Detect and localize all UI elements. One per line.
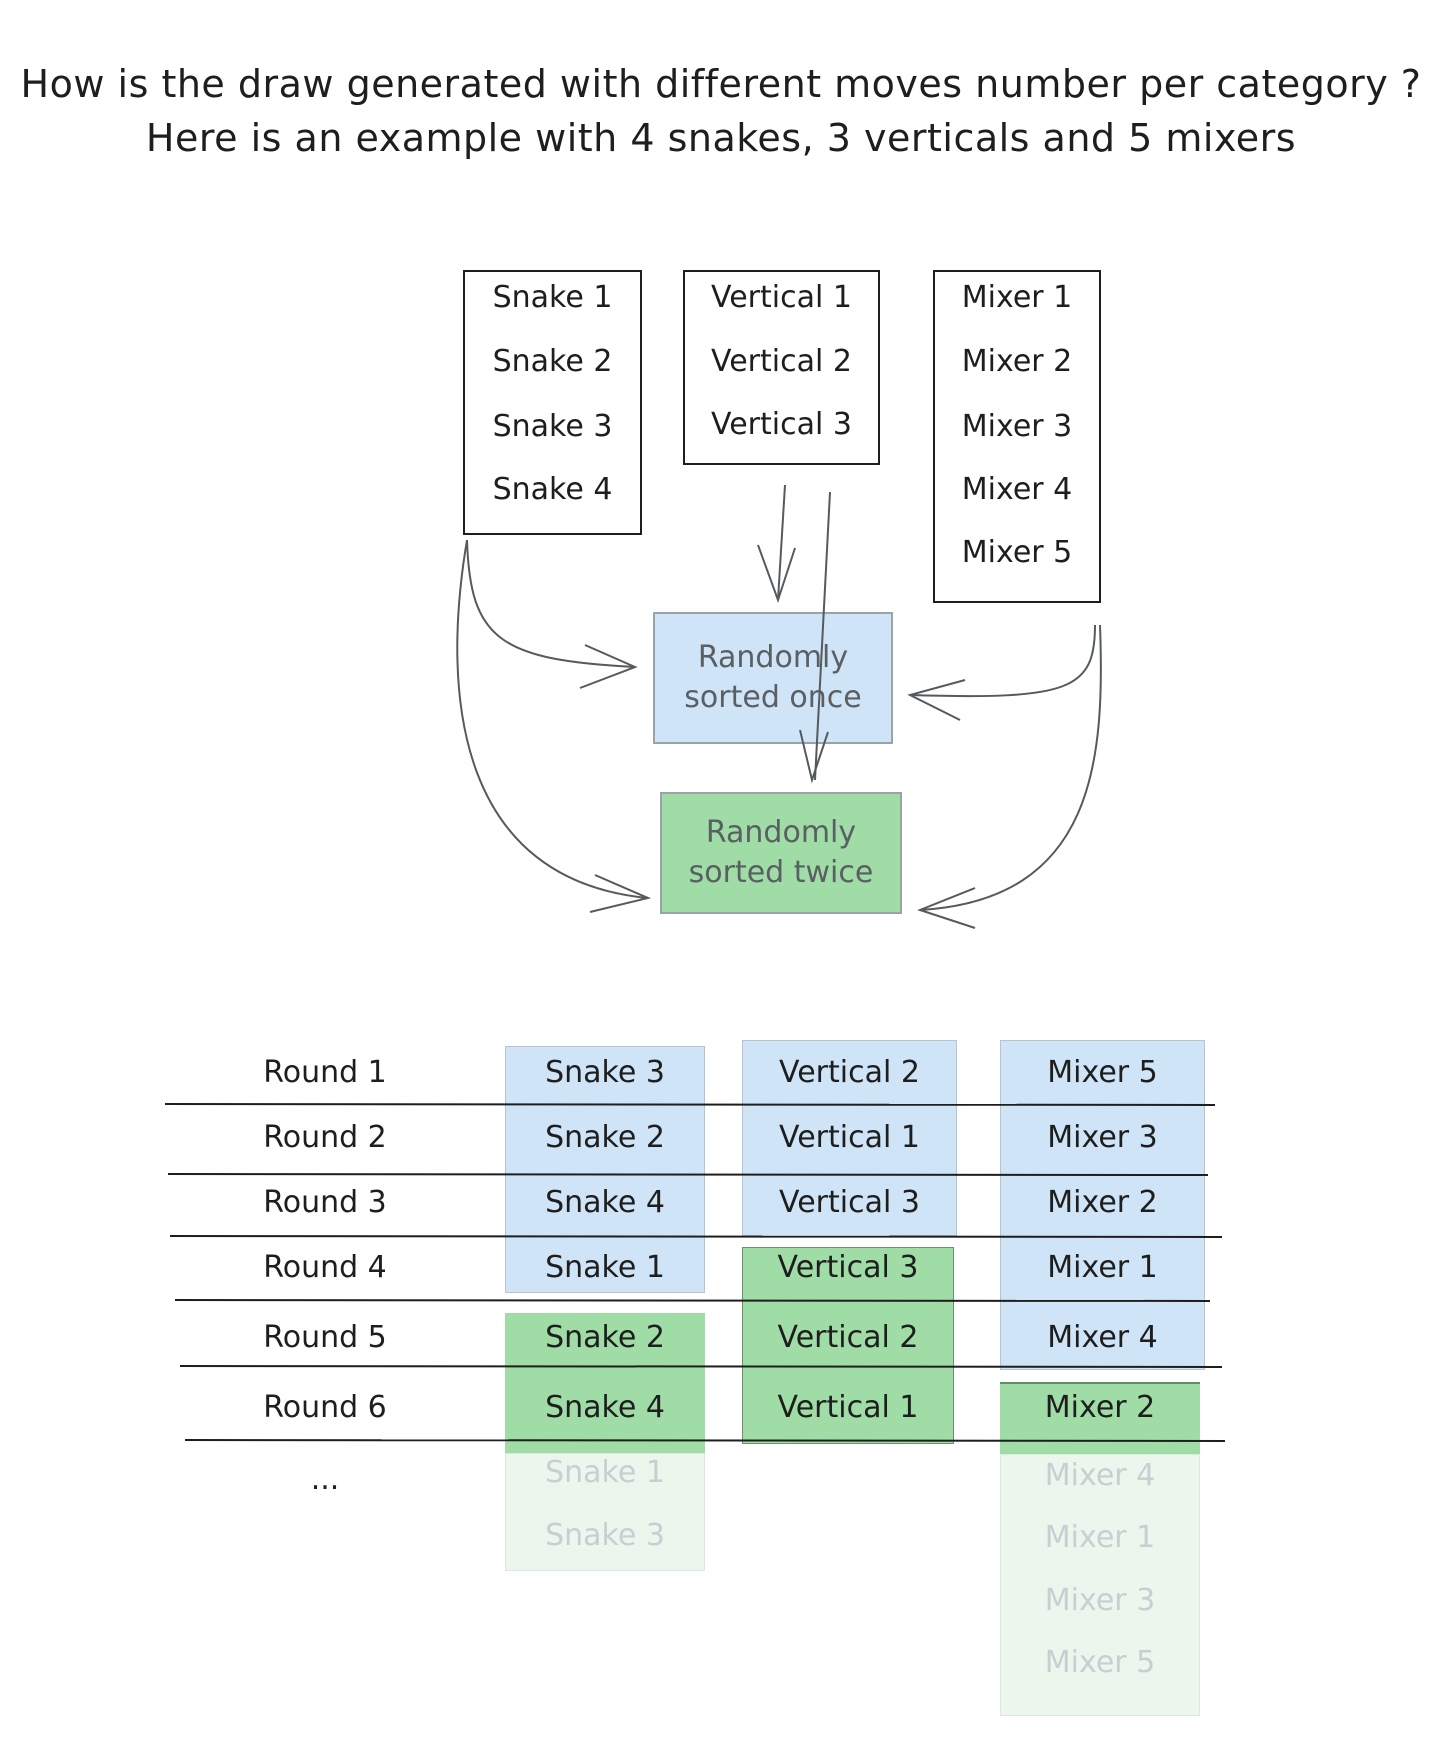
row-separator [169,1235,1223,1238]
sorted-once-box: Randomly sorted once [653,612,893,744]
row-separator [184,1439,1226,1442]
arrow-verticals-to-twice [814,491,831,781]
vertical-cell: Vertical 1 [777,1390,919,1425]
arrowhead [917,887,976,929]
arrow-verticals-to-once [777,484,786,601]
snakes-box: Snake 1 Snake 2 Snake 3 Snake 4 [463,270,642,535]
arrowhead [589,874,652,913]
mixer-cell: Mixer 5 [1047,1055,1158,1090]
snake-twice-fill [505,1313,705,1453]
vertical-cell: Vertical 1 [779,1120,920,1155]
snake-cell: Snake 2 [545,1120,665,1155]
row-separator [164,1103,1216,1106]
row-separator [167,1173,1209,1176]
round-label: Round 5 [263,1320,387,1355]
snake-once-fill [505,1046,705,1293]
snake-cell: Snake 4 [545,1185,665,1220]
snake-item: Snake 2 [492,344,613,379]
row-separator [174,1299,1211,1302]
row-separator [179,1365,1223,1368]
mixer-twice-fill [1000,1382,1200,1454]
vertical-item: Vertical 1 [711,280,852,315]
mixer-item: Mixer 5 [961,535,1073,570]
vertical-once-fill [742,1040,957,1236]
mixer-cell-faded: Mixer 1 [1044,1520,1156,1555]
arrow-snakes-to-once [466,539,636,668]
snake-cell: Snake 2 [545,1320,665,1355]
vertical-cell: Vertical 3 [779,1185,920,1220]
title-line-2: Here is an example with 4 snakes, 3 vert… [145,116,1297,160]
mixer-cell: Mixer 1 [1047,1250,1158,1285]
mixer-item: Mixer 4 [961,472,1073,507]
sorted-once-line-2: sorted once [684,680,862,715]
vertical-cell: Vertical 2 [777,1320,919,1355]
ellipsis: ... [310,1462,340,1497]
mixer-cell: Mixer 4 [1047,1320,1158,1355]
snake-item: Snake 3 [492,409,613,444]
snake-cell: Snake 3 [545,1055,665,1090]
arrowhead [757,544,796,604]
vertical-item: Vertical 3 [711,407,852,442]
snake-cell: Snake 4 [545,1390,665,1425]
snake-item: Snake 1 [492,280,613,315]
vertical-item: Vertical 2 [711,344,852,379]
snake-cell-faded: Snake 1 [545,1455,665,1490]
verticals-box: Vertical 1 Vertical 2 Vertical 3 [683,270,880,465]
mixer-cell-faded: Mixer 4 [1044,1458,1156,1493]
arrowhead [907,679,966,721]
mixer-cell: Mixer 2 [1047,1185,1158,1220]
round-label: Round 3 [263,1185,387,1220]
mixer-item: Mixer 1 [961,280,1073,315]
round-label: Round 1 [263,1055,387,1090]
round-label: Round 2 [263,1120,387,1155]
vertical-cell: Vertical 2 [779,1055,920,1090]
snake-faded-fill [505,1453,705,1571]
mixer-item: Mixer 2 [961,344,1073,379]
title-line-1: How is the draw generated with different… [20,62,1422,106]
mixers-box: Mixer 1 Mixer 2 Mixer 3 Mixer 4 Mixer 5 [933,270,1101,603]
mixer-once-fill [1000,1040,1205,1370]
arrow-mixers-to-once [909,624,1096,698]
sorted-twice-line-2: sorted twice [688,855,874,890]
snake-cell-faded: Snake 3 [545,1518,665,1553]
sorted-once-line-1: Randomly [697,640,849,675]
arrowhead [799,729,829,784]
round-label: Round 4 [263,1250,387,1285]
arrowhead [579,644,638,689]
mixer-cell-faded: Mixer 5 [1044,1645,1156,1680]
round-label: Round 6 [263,1390,387,1425]
vertical-twice-fill [742,1247,954,1444]
mixer-cell: Mixer 3 [1047,1120,1158,1155]
arrow-snakes-to-twice [456,539,649,899]
mixer-cell: Mixer 2 [1044,1390,1156,1425]
mixer-item: Mixer 3 [961,409,1073,444]
snake-cell: Snake 1 [545,1250,665,1285]
mixer-cell-faded: Mixer 3 [1044,1583,1156,1618]
snake-item: Snake 4 [492,472,613,507]
arrow-mixers-to-twice [919,624,1102,911]
sorted-twice-box: Randomly sorted twice [660,792,902,914]
vertical-cell: Vertical 3 [777,1250,919,1285]
mixer-faded-fill [1000,1454,1200,1716]
sorted-twice-line-1: Randomly [705,815,857,850]
